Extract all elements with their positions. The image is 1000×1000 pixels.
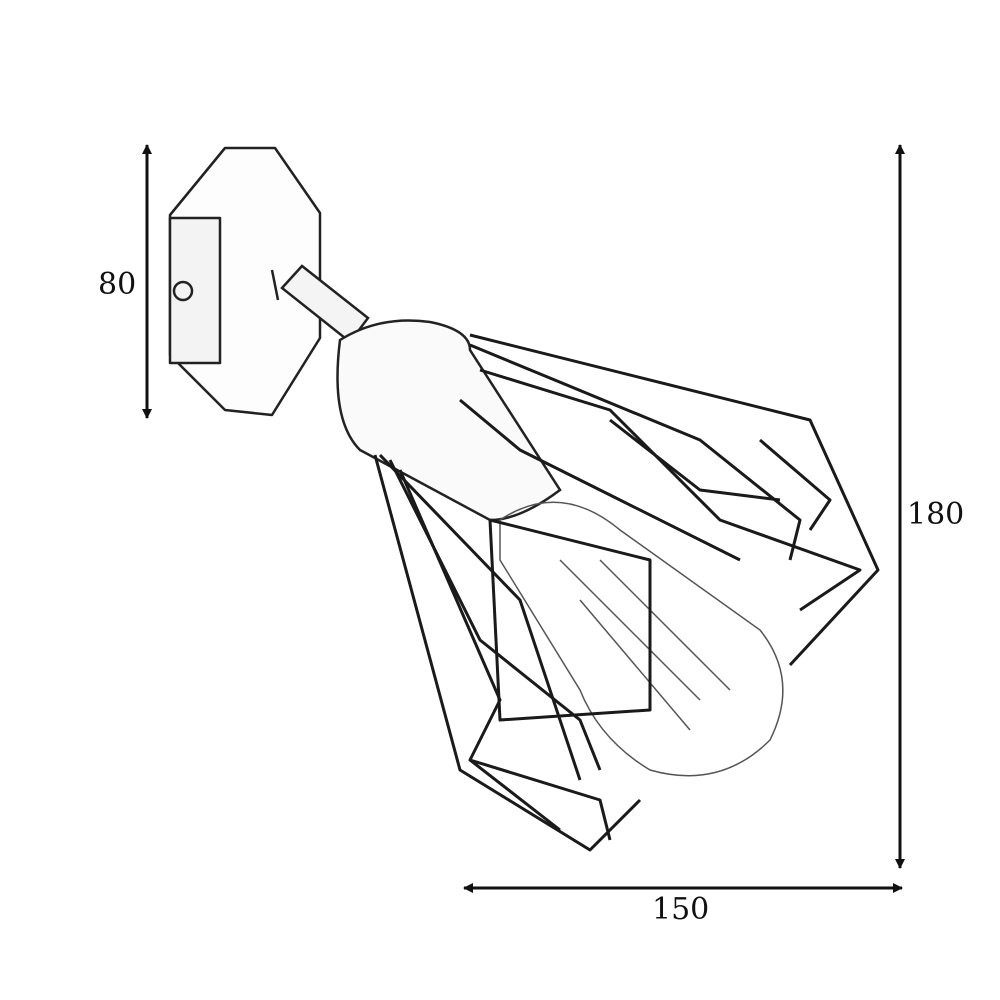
lamp-bulb	[499, 501, 784, 777]
lamp-cage	[373, 333, 880, 852]
lamp-arm	[270, 264, 370, 344]
dimension-label-150: 150	[652, 892, 710, 927]
wall-plate	[168, 146, 322, 417]
dimension-label-180: 180	[907, 497, 965, 532]
lamp-socket	[336, 319, 562, 522]
dimension-label-80: 80	[98, 267, 137, 302]
